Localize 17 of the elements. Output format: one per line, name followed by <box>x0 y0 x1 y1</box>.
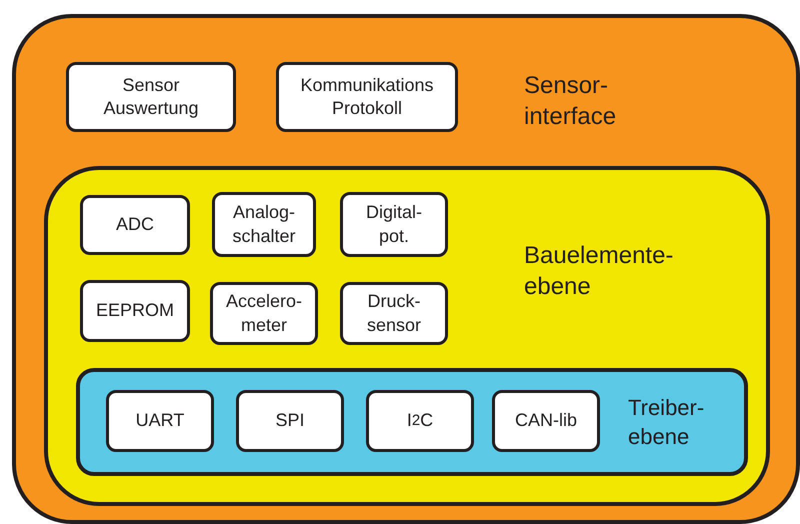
component-box: Accelero- meter <box>210 282 318 345</box>
layer-label: Bauelemente- ebene <box>524 241 674 302</box>
component-box: Analog- schalter <box>212 192 316 257</box>
layer-panel <box>44 166 770 506</box>
component-box: Digital- pot. <box>340 192 448 257</box>
component-box: Druck- sensor <box>340 282 448 345</box>
component-box: Kommunikations Protokoll <box>276 62 458 132</box>
component-box: EEPROM <box>80 280 190 342</box>
layer-label: Sensor- interface <box>524 71 618 132</box>
component-box: SPI <box>236 390 344 452</box>
layer-panel <box>12 14 800 524</box>
component-box: UART <box>106 390 214 452</box>
component-box: ADC <box>80 195 190 255</box>
component-box: Sensor Auswertung <box>66 62 236 132</box>
component-box: CAN-lib <box>492 390 600 452</box>
layer-panel <box>76 368 748 476</box>
layer-label: Treiber- ebene <box>628 394 706 451</box>
